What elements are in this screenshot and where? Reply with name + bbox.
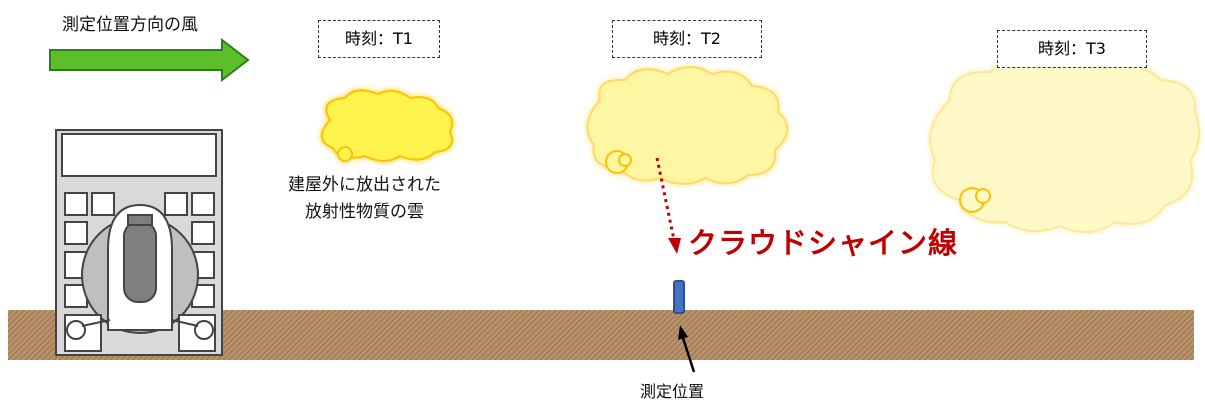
cloud-t2 (586, 66, 789, 185)
cloud-caption: 建屋外に放出された 放射性物質の雲 (288, 172, 441, 226)
time-label-t1: 時刻：T1 (318, 20, 440, 58)
cloudshine-arrow-icon (655, 157, 681, 254)
cloud-caption-line1: 建屋外に放出された (288, 175, 441, 195)
time-label-t3: 時刻：T3 (997, 30, 1147, 68)
cloud-caption-line2: 放射性物質の雲 (305, 202, 424, 222)
wind-label: 測定位置方向の風 (62, 15, 198, 35)
cloud-t1 (320, 89, 454, 162)
reactor-building (55, 129, 223, 356)
measurement-position-label: 測定位置 (640, 382, 705, 401)
cloud-t3 (929, 59, 1200, 233)
time-label-t2: 時刻：T2 (612, 20, 762, 58)
measurement-sensor (673, 280, 685, 314)
cloudshine-label: クラウドシャイン線 (688, 226, 959, 260)
measurement-pointer-arrow-icon (678, 325, 696, 373)
wind-arrow-icon (49, 37, 250, 83)
